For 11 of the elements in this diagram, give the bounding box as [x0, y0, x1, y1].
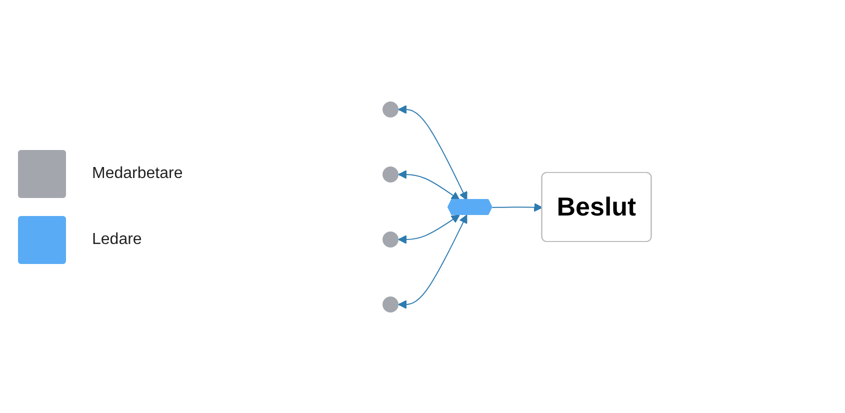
arrow	[398, 104, 468, 200]
node-circle	[382, 101, 399, 117]
node-circle	[382, 296, 399, 312]
legend-label: Ledare	[92, 230, 142, 248]
legend-label: Medarbetare	[92, 164, 183, 182]
node-circle	[382, 231, 399, 247]
node-circle	[382, 166, 399, 182]
arrow	[398, 214, 460, 244]
arrow	[398, 170, 460, 200]
arrow	[398, 214, 468, 308]
arrow	[492, 202, 544, 212]
